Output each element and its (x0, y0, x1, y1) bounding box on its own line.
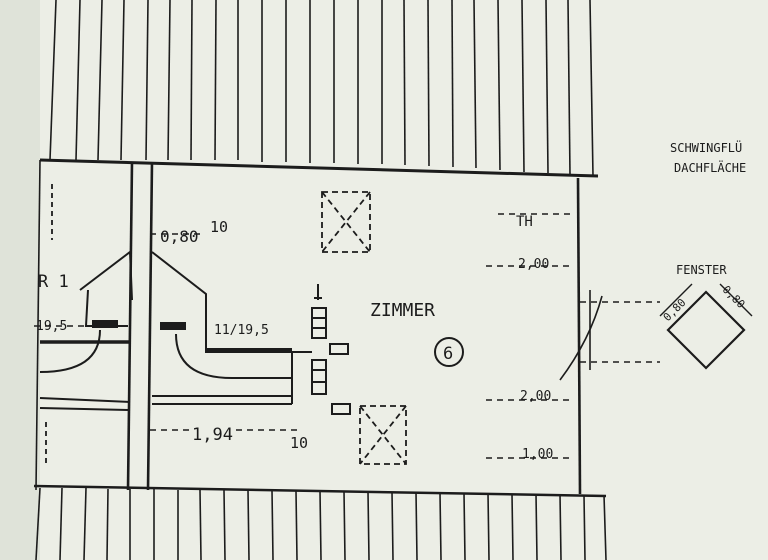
room-number: 6 (443, 344, 453, 364)
stair-handrail-middle (206, 348, 292, 353)
dim-top-left: 0,80 (160, 227, 199, 246)
roof-hatching-bottom (35, 487, 607, 560)
left-dimension-arrows (45, 184, 53, 466)
skylight-upper (321, 191, 371, 253)
room-name: ZIMMER (370, 300, 435, 321)
room-number-circle (434, 337, 464, 367)
paper-left-shadow (0, 0, 40, 560)
dim-middle-width: 11/19,5 (214, 323, 269, 338)
dim-bottom-small: 10 (290, 434, 308, 452)
window-label: FENSTER (676, 263, 727, 277)
stair-section-middle (151, 251, 293, 405)
roof-eave-line-bottom (33, 484, 607, 498)
dim-right-mark: TH (516, 214, 533, 230)
dim-bottom-width: 1,94 (192, 425, 233, 445)
roof-hatching-top (49, 0, 594, 177)
note-line-1: SCHWINGFLÜ (670, 139, 742, 155)
room-walls (126, 161, 582, 495)
stair-tread-middle (160, 322, 186, 330)
left-edge-wall (35, 159, 41, 491)
window-detail (659, 283, 753, 370)
window-wall-marks (559, 290, 660, 381)
skylight-lower (359, 405, 407, 465)
dim-left-width: 19,5 (36, 319, 67, 334)
dim-top-left-suffix: 10 (210, 218, 228, 236)
stair-tread-left (92, 320, 118, 328)
note-line-2: DACHFLÄCHE (674, 160, 746, 175)
dimension-lines (34, 213, 574, 459)
dim-right-1: 2,00 (518, 257, 549, 272)
dim-right-2: 2,00 (520, 389, 551, 404)
stair-section-left (39, 250, 133, 411)
stair-label: R 1 (38, 272, 69, 292)
chimney-symbol (290, 284, 351, 415)
dim-right-3: 1,00 (522, 447, 553, 462)
